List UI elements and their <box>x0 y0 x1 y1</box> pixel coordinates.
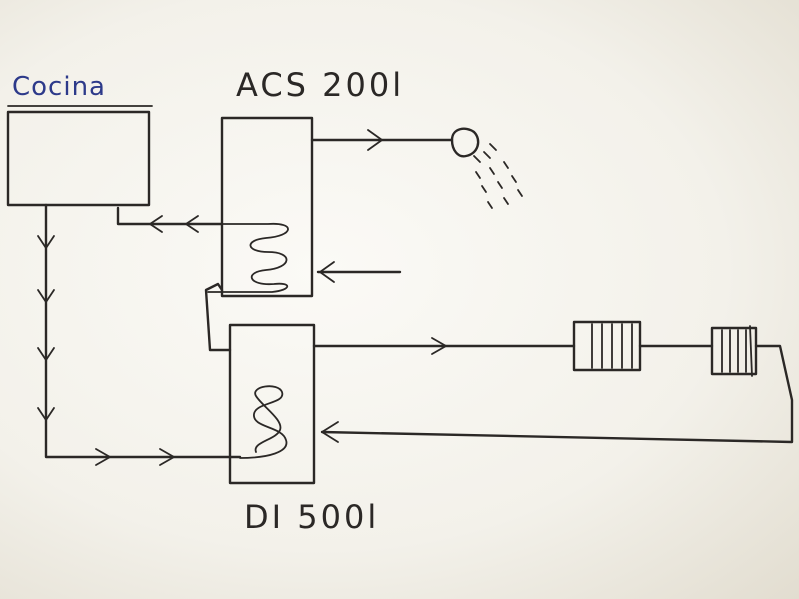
acs-coil-icon <box>199 222 289 293</box>
arrow-return-di <box>321 421 339 443</box>
acs-label: ACS 200l <box>236 66 405 104</box>
arrows-left-top <box>149 215 199 233</box>
arrow-to-radiators <box>431 337 447 355</box>
acs-tank <box>220 116 314 298</box>
cocina-label: Cocina <box>12 72 106 102</box>
shower-head-icon <box>450 127 523 209</box>
di-tank <box>228 323 316 485</box>
arrow-to-shower <box>367 129 383 151</box>
arrows-down-left <box>37 235 55 421</box>
arrow-cold-in <box>319 261 335 283</box>
pipe-di-to-acs-coil <box>204 282 232 352</box>
pipe-radiators-return <box>320 344 794 444</box>
arrows-right-bottom <box>95 448 175 466</box>
pipe-cocina-to-di <box>44 203 242 459</box>
radiator-icon <box>710 325 758 377</box>
di-label: DI 500l <box>244 498 380 536</box>
radiator-icon <box>572 320 642 372</box>
cocina-box <box>6 110 151 207</box>
pipe-acs-to-cocina <box>116 206 224 226</box>
di-coil-icon <box>239 385 288 459</box>
